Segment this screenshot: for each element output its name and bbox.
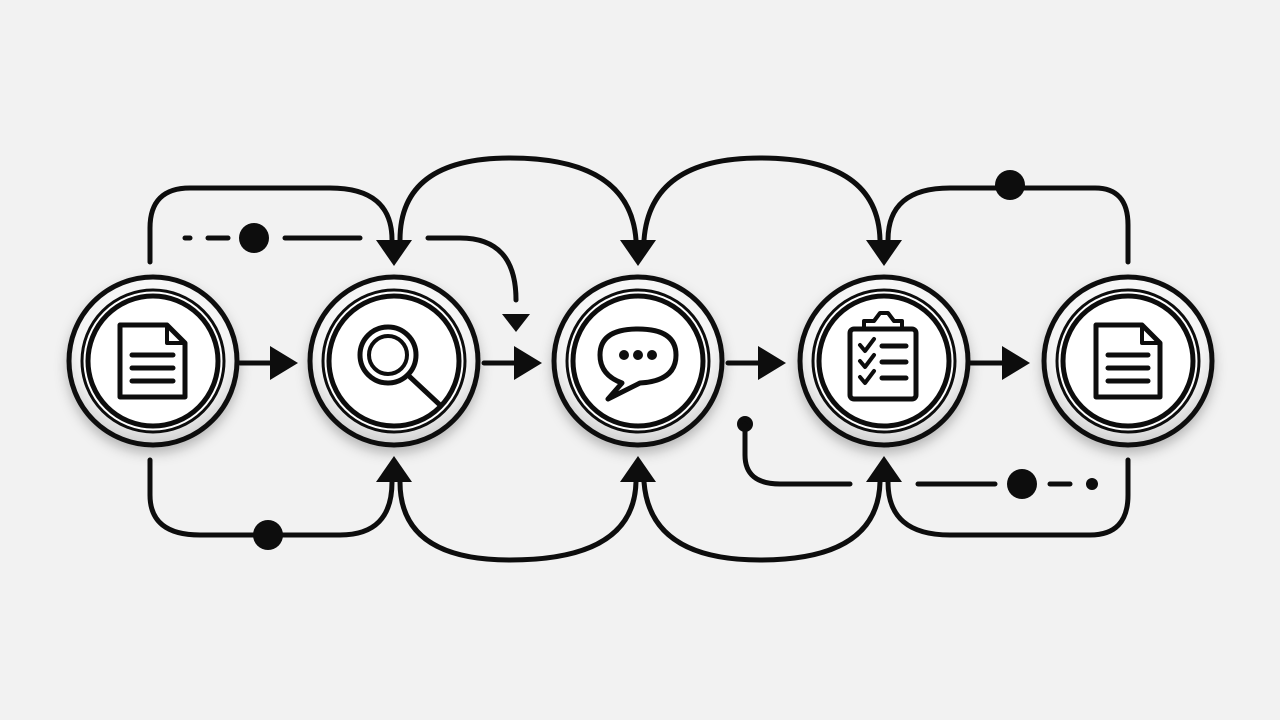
hook-line bbox=[742, 421, 853, 487]
arc-bottom-n3-n4 bbox=[641, 479, 883, 563]
node-3 bbox=[551, 274, 725, 448]
loop-top-n4-n5 bbox=[885, 185, 1131, 265]
connector-dot bbox=[253, 520, 283, 550]
node-4 bbox=[797, 274, 971, 448]
chat-bubble-icon bbox=[597, 326, 679, 402]
arc-bottom-n2-n3 bbox=[397, 479, 639, 563]
arrowhead bbox=[620, 240, 656, 266]
clipboard-checklist-icon bbox=[847, 311, 919, 402]
arc-top-n2-n3 bbox=[397, 155, 639, 243]
node-1 bbox=[66, 274, 240, 448]
arrowhead bbox=[866, 240, 902, 266]
edge-arrows bbox=[237, 346, 1030, 380]
connector-dot bbox=[239, 223, 269, 253]
arrowhead bbox=[270, 346, 298, 380]
arrowhead bbox=[758, 346, 786, 380]
node-5 bbox=[1041, 274, 1215, 448]
connector-dot bbox=[995, 170, 1025, 200]
arrowhead bbox=[1002, 346, 1030, 380]
upper-connectors bbox=[147, 155, 1131, 332]
connector-dot bbox=[1007, 469, 1037, 499]
document-icon bbox=[1093, 322, 1163, 400]
loop-bottom-n1-n2 bbox=[147, 457, 395, 538]
document-icon bbox=[117, 322, 188, 400]
arrowhead bbox=[866, 456, 902, 482]
loop-bottom-n4-n5 bbox=[885, 457, 1131, 538]
arrowhead bbox=[376, 456, 412, 482]
arrowhead bbox=[514, 346, 542, 380]
loop-top-n1-n2 bbox=[147, 185, 395, 265]
curve-to-n3 bbox=[425, 235, 519, 303]
arrowhead bbox=[502, 314, 530, 332]
connector-dot bbox=[1086, 478, 1098, 490]
arc-top-n3-n4 bbox=[641, 155, 883, 243]
node-2 bbox=[307, 274, 481, 448]
magnifier-icon bbox=[357, 324, 443, 408]
arrowhead bbox=[620, 456, 656, 482]
arrowhead bbox=[376, 240, 412, 266]
lower-connectors bbox=[147, 416, 1131, 563]
